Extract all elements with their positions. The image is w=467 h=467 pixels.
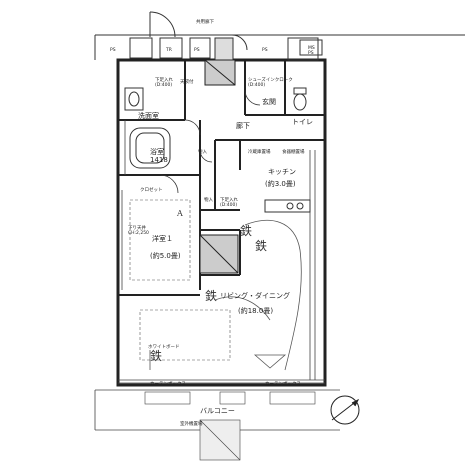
north-arrow bbox=[330, 395, 360, 425]
mark-a: A bbox=[177, 209, 183, 218]
shoes-box-label: シューズインクローク (D:400) bbox=[248, 78, 293, 88]
toilet-fixture bbox=[293, 87, 307, 111]
kitchen-size-label: (約3.0畳) bbox=[265, 180, 296, 188]
living-ceiling-label: ホワイトボード bbox=[148, 345, 180, 350]
balcony-label: バルコニー bbox=[200, 407, 235, 415]
top-corridor-label: 共用廊下 bbox=[196, 20, 214, 25]
balcony-railing bbox=[144, 391, 316, 461]
hand-mark-1: 鉄 bbox=[240, 224, 253, 238]
ps-mid-label: PS bbox=[194, 48, 200, 53]
toilet-closet-label: 天袋付 bbox=[180, 80, 194, 85]
curtain-box-right-label: カーテンボックス bbox=[265, 382, 301, 387]
bathroom-label: 浴室 1418 bbox=[150, 148, 168, 164]
pipe-shafts bbox=[199, 59, 239, 274]
living-label: リビング・ダイニング bbox=[220, 292, 290, 300]
ceiling-note-label: 下り天井 CH:2,250 bbox=[128, 226, 149, 236]
d-closet-label: 下足入れ (D:400) bbox=[220, 198, 238, 208]
mid-closet-label: 物入 bbox=[198, 150, 207, 155]
hand-mark-2: 鉄 bbox=[255, 239, 268, 253]
tr-label: TR bbox=[166, 48, 172, 53]
ms-ps-label: MS PS bbox=[308, 46, 315, 56]
dashed-ceiling-lines bbox=[129, 199, 231, 361]
w-closet-label: 物入 bbox=[204, 198, 213, 203]
outer-walls bbox=[116, 58, 327, 387]
fridge-label: 冷蔵庫置場 bbox=[248, 150, 271, 155]
hallway-label: 廊下 bbox=[236, 122, 250, 130]
washroom-label: 洗面室 bbox=[138, 112, 159, 120]
hand-mark-4: 鉄 bbox=[150, 349, 163, 363]
interior-walls bbox=[118, 60, 325, 296]
outdoor-unit-label: 室外機置場 bbox=[180, 422, 203, 427]
washbasin bbox=[124, 87, 144, 111]
top-corridor-structure bbox=[94, 11, 465, 64]
entrance-label: 玄関 bbox=[262, 98, 276, 106]
doors bbox=[159, 89, 261, 194]
wardrobe-label: クロゼット bbox=[140, 188, 163, 193]
ps-left-label: PS bbox=[110, 48, 116, 53]
hand-mark-3: 鉄 bbox=[205, 289, 218, 303]
washer-closet-label: 下足入れ (D:400) bbox=[155, 78, 173, 88]
kitchen-label: キッチン bbox=[268, 168, 296, 176]
window-lines bbox=[94, 120, 340, 431]
curtain-box-left-label: カーテンボックス bbox=[150, 382, 186, 387]
dish-storage-label: 食器棚置場 bbox=[282, 150, 305, 155]
western1-label: 洋室１ bbox=[152, 235, 173, 243]
bath-tub bbox=[129, 127, 171, 169]
toilet-label: トイレ bbox=[292, 118, 313, 126]
living-size-label: (約18.0畳) bbox=[238, 307, 274, 315]
kitchen-counter bbox=[264, 199, 311, 213]
ps-right-label: PS bbox=[262, 48, 268, 53]
western1-size-label: (約5.0畳) bbox=[150, 252, 181, 260]
